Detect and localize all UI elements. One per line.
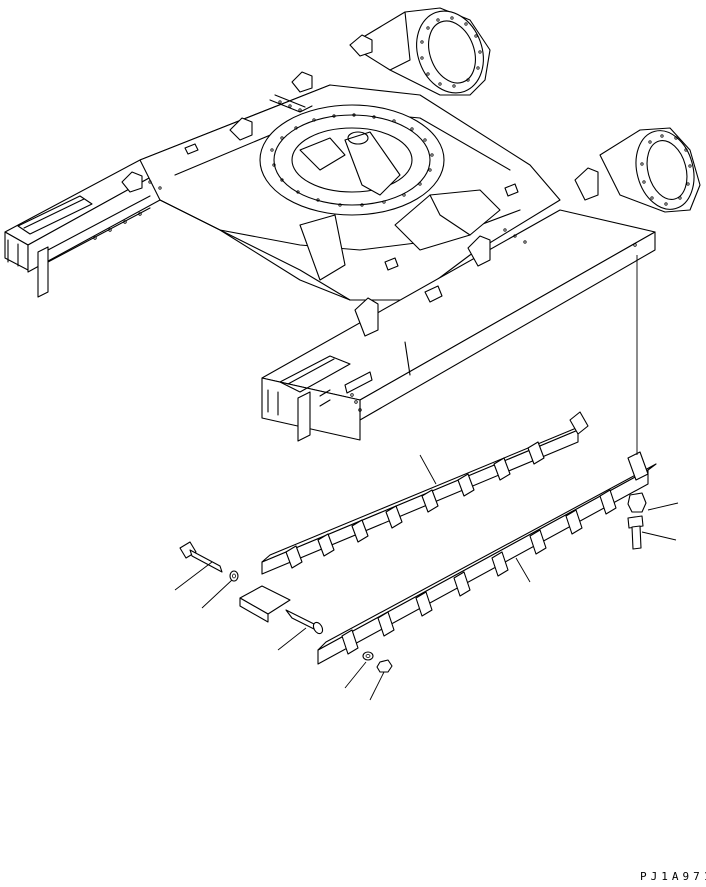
long-bolt	[179, 541, 223, 573]
center-body	[139, 84, 561, 301]
washer-left	[229, 570, 239, 582]
bolt-right	[627, 515, 644, 550]
bolt-holes-left	[93, 212, 142, 240]
connecting-bracket	[239, 585, 291, 623]
rear-hub-lower	[599, 127, 701, 213]
leader-lines	[174, 255, 679, 701]
swing-circle-bolts	[270, 113, 434, 207]
nut-right	[627, 492, 647, 513]
track-guard-upper	[261, 411, 589, 575]
hub-bolts-top	[420, 16, 482, 88]
washer-lower	[362, 651, 374, 661]
hub-bolts-lower	[640, 134, 692, 206]
spacer-pipe	[285, 609, 324, 635]
track-guard-lower	[317, 451, 657, 665]
rear-hub-top	[349, 7, 491, 96]
frame-brackets	[121, 34, 599, 337]
track-frame	[4, 7, 701, 442]
swing-circle	[259, 104, 445, 216]
right-side-frame	[261, 209, 656, 442]
nut-lower	[376, 659, 393, 673]
drawing-code: PJ1A971	[640, 870, 706, 883]
